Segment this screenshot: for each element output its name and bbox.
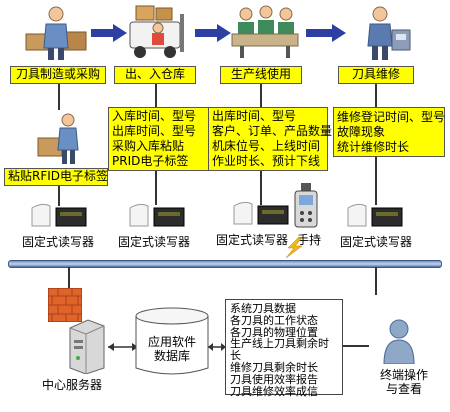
- connector-line: [260, 84, 262, 108]
- production-workers-icon: [231, 5, 299, 58]
- info-line: 各刀具的物理位置: [230, 325, 318, 339]
- connector-line: [260, 171, 262, 205]
- server-icon: [69, 319, 105, 374]
- stage-label-production: 生产线使用: [220, 66, 302, 84]
- firewall-icon: [48, 288, 82, 322]
- database-icon: [135, 307, 209, 375]
- manufacturing-worker-icon: [25, 6, 87, 60]
- server-label: 中心服务器: [42, 378, 103, 392]
- fixed-reader-icon: [129, 203, 185, 227]
- system-data-list: 系统刀具数据 各刀具的工作状态 各刀具的物理位置 生产线上刀具剩余时长 维修刀具…: [225, 299, 343, 398]
- handheld-reader-icon: [294, 183, 318, 228]
- connector-line: [58, 186, 60, 206]
- maintenance-worker-icon: [367, 6, 411, 60]
- info-line: 维修刀具剩余时长: [230, 360, 318, 374]
- connector-line: [375, 84, 377, 108]
- flow-arrow-icon: [306, 24, 346, 42]
- reader-label: 固定式读写器: [216, 233, 289, 247]
- rfid-tag-label: 粘贴RFID电子标签: [4, 168, 108, 186]
- connector-line: [155, 171, 157, 205]
- database-label: 应用软件 数据库: [147, 335, 196, 363]
- info-line: 系统刀具数据: [230, 302, 296, 315]
- fixed-reader-icon: [347, 203, 403, 227]
- fixed-reader-icon: [31, 203, 87, 227]
- fixed-reader-icon: [233, 201, 289, 225]
- handheld-label: 手持: [297, 233, 322, 247]
- wireless-signal-icon: [285, 238, 303, 258]
- warehouse-forklift-icon: [129, 5, 184, 58]
- terminal-label: 终端操作 与查看: [379, 368, 428, 396]
- connector-line: [375, 157, 377, 205]
- flow-arrow-icon: [91, 24, 127, 42]
- terminal-user-icon: [383, 319, 415, 364]
- connector-line: [155, 84, 157, 108]
- reader-label: 固定式读写器: [22, 235, 95, 249]
- reader-label: 固定式读写器: [340, 235, 413, 249]
- connector-line: [375, 267, 377, 295]
- connector-line: [343, 345, 369, 347]
- reader-label: 固定式读写器: [118, 235, 191, 249]
- tagging-worker-icon: [37, 113, 79, 164]
- info-line: 各刀具的工作状态: [230, 313, 318, 327]
- flow-arrow-icon: [195, 24, 231, 42]
- bidirectional-arrow-icon: [208, 343, 226, 351]
- connector-line: [58, 84, 60, 110]
- network-bus: [8, 260, 442, 268]
- maintenance-details: 维修登记时间、型号 故障现象 统计维修时长: [333, 107, 445, 157]
- info-line: 刀具维修效率成信: [230, 384, 318, 398]
- stage-label-manufacture: 刀具制造或采购: [10, 66, 106, 84]
- stage-label-warehouse: 出、入仓库: [114, 66, 196, 84]
- bidirectional-arrow-icon: [108, 343, 138, 351]
- stage-label-maintenance: 刀具维修: [338, 66, 414, 84]
- production-details: 出库时间、型号 客户、订单、产品数量 机床位号、上线时间 作业时长、预计下线: [208, 107, 332, 171]
- warehouse-details: 入库时间、型号 出库时间、型号 采购入库粘贴 PRID电子标签: [108, 107, 212, 171]
- connector-line: [68, 267, 70, 293]
- info-line: 生产线上刀具剩余时长: [230, 337, 329, 363]
- info-line: 刀具使用效率报告: [230, 372, 318, 386]
